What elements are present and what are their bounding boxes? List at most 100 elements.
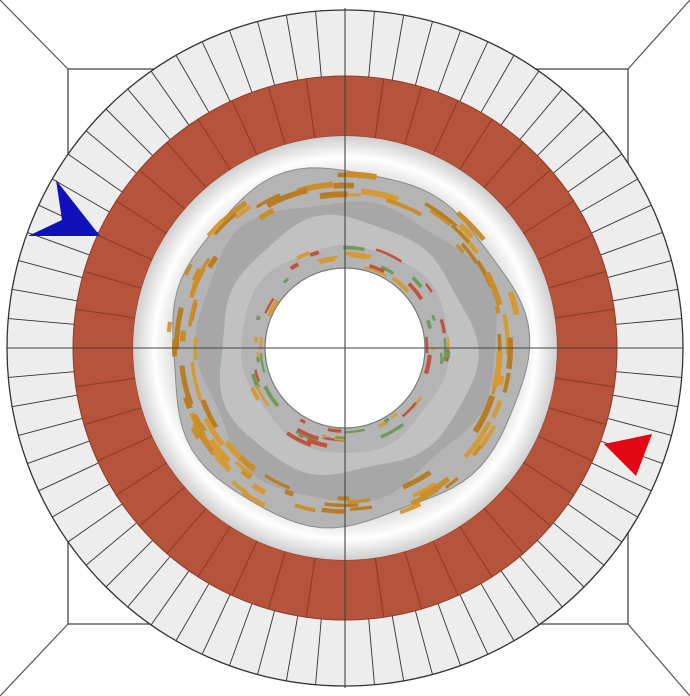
frame-diagonal	[0, 623, 69, 696]
inner-deposit-patch	[425, 283, 433, 293]
grid-ring-divider	[459, 41, 489, 102]
grid-ring-divider	[607, 260, 672, 279]
grid-ring-divider	[615, 371, 682, 378]
grid-ring-divider	[414, 610, 433, 675]
inner-deposit-patch	[318, 256, 336, 265]
outer-deposit-patch	[241, 490, 266, 508]
grid-ring-divider	[52, 483, 110, 518]
inner-deposit-patch	[431, 314, 436, 322]
grid-ring-divider	[580, 178, 638, 213]
inner-deposit-patch	[346, 251, 372, 259]
outer-deposit-patch	[166, 321, 173, 333]
grid-ring-divider	[38, 462, 99, 492]
inner-deposit-patch	[295, 430, 318, 443]
inner-deposit-patch	[423, 354, 432, 375]
outer-deposit-patch	[258, 208, 275, 221]
outer-deposit-patch	[419, 476, 451, 499]
outer-deposit-patch	[494, 304, 501, 314]
grid-ring-divider	[500, 570, 540, 626]
grid-ring-divider	[368, 11, 375, 78]
inner-deposit-patch	[380, 265, 395, 275]
inner-deposit-patch	[250, 386, 260, 401]
grid-ring-divider	[228, 603, 253, 666]
grid-ring-divider	[537, 540, 585, 588]
grid-ring-divider	[612, 394, 678, 408]
outer-deposit-patch	[455, 243, 465, 254]
outer-deposit-patch	[284, 488, 295, 497]
grid-ring-divider	[315, 11, 322, 78]
grid-ring-divider	[437, 30, 462, 93]
inner-deposit-patch	[264, 297, 275, 314]
grid-ring-divider	[500, 70, 540, 126]
outer-deposit-patch	[179, 330, 187, 342]
inner-deposit-patch	[306, 437, 328, 448]
outer-deposit-patch	[507, 290, 520, 316]
grid-ring-divider	[459, 594, 489, 655]
inner-deposit-patch	[327, 427, 342, 433]
inner-deposit-patch	[309, 250, 320, 257]
outer-deposit-patch	[502, 372, 511, 394]
center-crosshair	[8, 8, 682, 688]
grid-ring-divider	[600, 231, 663, 256]
grid-ring-divider	[8, 318, 75, 325]
grid-ring-divider	[414, 21, 433, 86]
grid-ring-divider	[27, 231, 90, 256]
outer-deposit-patch	[399, 502, 422, 515]
inner-deposit-patch	[286, 431, 312, 447]
outer-deposit-patch	[234, 460, 252, 476]
grid-ring-divider	[201, 41, 231, 102]
outer-deposit-patch	[294, 503, 316, 513]
grid-ring-divider	[12, 394, 78, 408]
grid-ring-divider	[67, 153, 123, 193]
outer-deposit-patch	[385, 198, 423, 217]
outer-deposit-patch	[189, 257, 211, 296]
outer-deposit-patch	[187, 299, 198, 327]
outer-deposit-patch	[214, 453, 232, 472]
grid-ring-divider	[480, 55, 515, 113]
outer-deposit-patch	[190, 427, 200, 440]
outer-deposit-patch	[240, 468, 253, 480]
outer-deposit-patch	[455, 210, 486, 242]
grid-ring-divider	[257, 21, 276, 86]
inner-deposit-patch	[299, 418, 306, 424]
inner-deposit-patch	[263, 385, 280, 408]
outer-deposit-patch	[401, 470, 432, 490]
inner-deposit-patch	[407, 282, 424, 301]
grid-ring-divider	[553, 130, 605, 174]
grid-ring-divider	[12, 288, 78, 302]
frame-diagonal	[627, 0, 690, 70]
outer-deposit-patch	[347, 498, 371, 504]
inner-deposit-patch	[296, 251, 310, 261]
grid-ring-divider	[8, 371, 75, 378]
outer-deposit-patch	[346, 171, 377, 180]
grid-ring-divider	[615, 318, 682, 325]
outer-deposit-patch	[463, 421, 492, 459]
inner-deposit-patch	[289, 262, 300, 271]
outer-deposit-patch	[266, 187, 308, 209]
grid-ring-divider	[537, 108, 585, 156]
frame-diagonal	[627, 623, 690, 696]
grid-ring-divider	[480, 583, 515, 641]
inner-deposit-patch	[368, 264, 385, 274]
grid-ring-divider	[519, 88, 563, 140]
grid-ring-divider	[519, 556, 563, 608]
grid-ring-divider	[391, 615, 405, 681]
outer-deposit-patch	[491, 350, 503, 388]
grid-ring-divider	[591, 204, 652, 234]
outer-deposit-patch	[429, 208, 452, 227]
grid-ring-divider	[368, 618, 375, 685]
inner-deposit-patch	[380, 422, 405, 439]
outer-deposit-patch	[324, 502, 359, 508]
outer-deposit-patch	[472, 394, 496, 434]
inner-deposit-patch	[446, 337, 450, 349]
inner-deposit-patch	[390, 412, 398, 419]
grid-ring-divider	[52, 178, 110, 213]
inner-deposit-patch	[259, 337, 263, 350]
blue-marker-arrow	[28, 180, 100, 236]
grid-ring-divider	[591, 462, 652, 492]
grid-ring-divider	[18, 417, 83, 436]
outer-deposit-patch	[472, 444, 483, 457]
grid-ring-divider	[567, 153, 623, 193]
inner-deposit-patch	[254, 369, 261, 382]
